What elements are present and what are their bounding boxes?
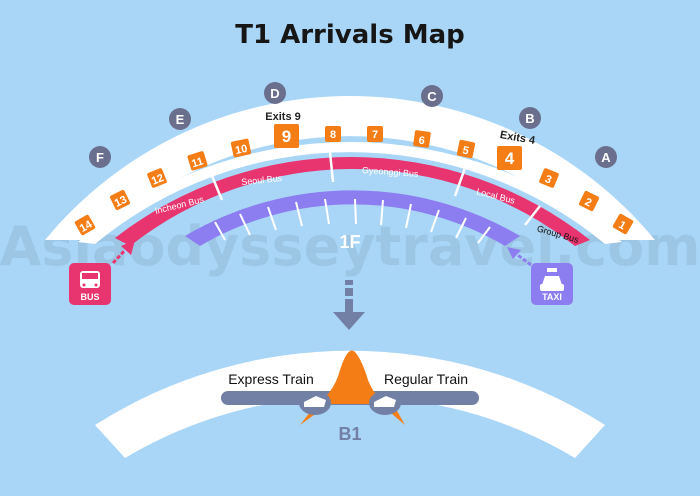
svg-text:8: 8	[330, 129, 336, 141]
svg-text:12: 12	[150, 172, 166, 188]
taxi-arrow	[514, 251, 532, 267]
svg-text:7: 7	[372, 129, 378, 141]
svg-text:BUS: BUS	[80, 292, 99, 302]
svg-text:2: 2	[583, 196, 594, 209]
regular-train-icon	[369, 391, 401, 415]
exit-9: 9	[274, 124, 299, 148]
page-title: T1 Arrivals Map	[235, 20, 465, 50]
down-arrow	[333, 280, 365, 330]
svg-text:1: 1	[616, 219, 627, 232]
svg-text:A: A	[601, 150, 611, 165]
exit-14: 14	[74, 214, 96, 236]
gate-markers: F E D C B A	[89, 82, 617, 168]
gate-a: A	[595, 146, 617, 168]
svg-text:11: 11	[190, 155, 205, 170]
svg-text:B: B	[525, 111, 534, 126]
svg-text:5: 5	[461, 144, 469, 157]
b1-arc	[95, 350, 605, 458]
floor-label-1f: 1F	[339, 232, 360, 252]
gate-e: E	[169, 108, 191, 130]
floor-label-b1: B1	[338, 424, 361, 444]
terminal-outer-band	[45, 95, 655, 240]
exit-13: 13	[109, 189, 131, 211]
bus-zone-band	[115, 157, 590, 246]
exit-4: 4	[497, 146, 522, 170]
gate-b: B	[519, 107, 541, 129]
svg-text:6: 6	[418, 135, 426, 148]
exit-3: 3	[539, 168, 559, 188]
express-train-label: Express Train	[228, 371, 314, 387]
exit-5: 5	[456, 139, 476, 159]
svg-text:F: F	[96, 150, 104, 165]
bus-zone-seoul: Seoul Bus	[241, 173, 283, 187]
bus-icon: BUS	[69, 263, 111, 305]
exit-10: 10	[230, 138, 252, 158]
taxi-icon: TAXI	[531, 263, 573, 305]
svg-text:TAXI: TAXI	[542, 292, 562, 302]
express-train-icon	[299, 391, 331, 415]
exit-6: 6	[413, 130, 431, 148]
exit-11: 11	[187, 151, 208, 171]
b1-peak	[318, 350, 388, 404]
bus-arrow-head	[121, 240, 135, 255]
gate-c: C	[421, 85, 443, 107]
gate-d: D	[264, 82, 286, 104]
terminal-inner-band	[78, 142, 622, 244]
gate-f: F	[89, 146, 111, 168]
svg-text:E: E	[176, 112, 185, 127]
exit-2: 2	[578, 190, 600, 212]
parking-arc	[185, 190, 520, 246]
exit-markers: 14 13 12 11 10 9 8 7 6 5 4 3 2 1	[74, 124, 634, 236]
exit-7: 7	[367, 126, 383, 142]
regular-train-label: Regular Train	[384, 371, 468, 387]
exit-8: 8	[325, 126, 341, 142]
bus-zone-dividers	[210, 151, 541, 226]
exit-12: 12	[147, 168, 167, 188]
parking-arc-stripes	[214, 198, 491, 244]
svg-text:D: D	[270, 86, 279, 101]
svg-text:4: 4	[505, 149, 515, 168]
svg-text:10: 10	[234, 143, 248, 157]
svg-text:13: 13	[113, 194, 129, 210]
exit-1: 1	[612, 213, 634, 235]
svg-text:C: C	[427, 89, 437, 104]
taxi-arrow-head	[507, 247, 521, 259]
svg-text:9: 9	[282, 127, 291, 146]
svg-text:3: 3	[543, 173, 553, 186]
bus-zone-gyeonggi: Gyeonggi Bus	[362, 165, 420, 179]
exits-label-left: Exits 9	[265, 111, 300, 123]
